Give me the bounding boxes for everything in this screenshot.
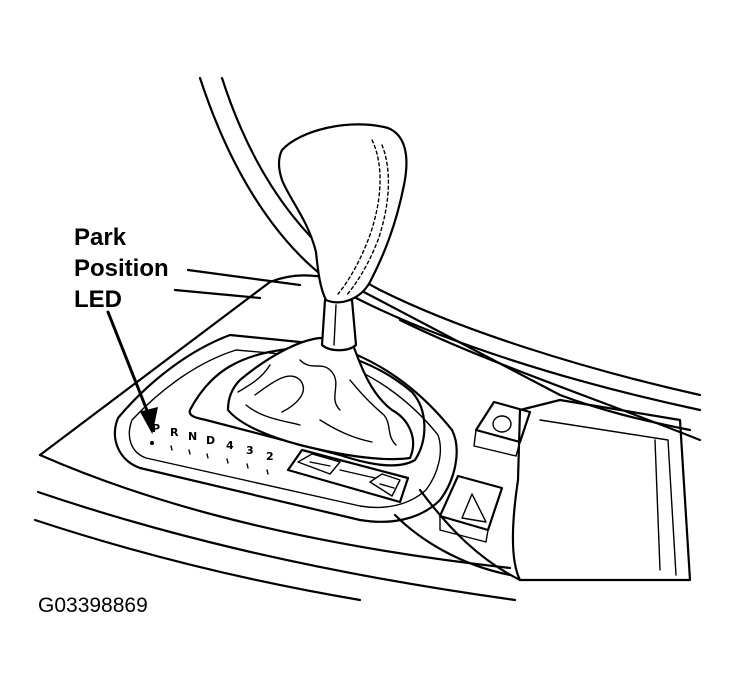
gear-label-3: 3 <box>246 444 254 457</box>
rocker-switch <box>286 448 410 504</box>
gear-label-p: P <box>152 422 160 435</box>
callout-line-3: LED <box>74 286 122 313</box>
gear-indicator-strip: P R N D 4 3 2 <box>150 422 274 475</box>
round-button <box>473 400 532 457</box>
boot-opening <box>188 346 426 467</box>
console-base <box>33 518 362 602</box>
figure-id: G03398869 <box>38 594 148 617</box>
console-front-lower <box>36 490 517 602</box>
bezel-inner <box>128 349 442 509</box>
console-outer <box>38 274 692 457</box>
dash-curve-inner <box>220 76 702 397</box>
knob-stitching <box>337 139 381 295</box>
callout-line-1: Park <box>74 224 127 251</box>
park-position-led <box>150 441 154 445</box>
shift-stem <box>320 298 358 352</box>
shift-knob <box>277 123 408 304</box>
storage-panel <box>511 398 692 582</box>
gear-label-n: N <box>188 430 197 443</box>
bezel-plate <box>113 333 458 523</box>
hazard-button <box>438 474 504 543</box>
gear-label-d: D <box>206 434 215 447</box>
gear-label-2: 2 <box>266 450 274 463</box>
callout-line-2: Position <box>74 255 169 282</box>
gear-label-r: R <box>170 426 179 439</box>
console-top-edge <box>186 268 302 287</box>
shift-boot <box>226 336 415 461</box>
dash-curve <box>198 76 702 412</box>
callout-leader <box>106 310 158 435</box>
console-front <box>38 453 512 570</box>
park-position-led-callout: Park Position LED <box>74 222 169 315</box>
console-top-edge-2 <box>173 288 262 300</box>
gear-label-4: 4 <box>226 439 234 452</box>
